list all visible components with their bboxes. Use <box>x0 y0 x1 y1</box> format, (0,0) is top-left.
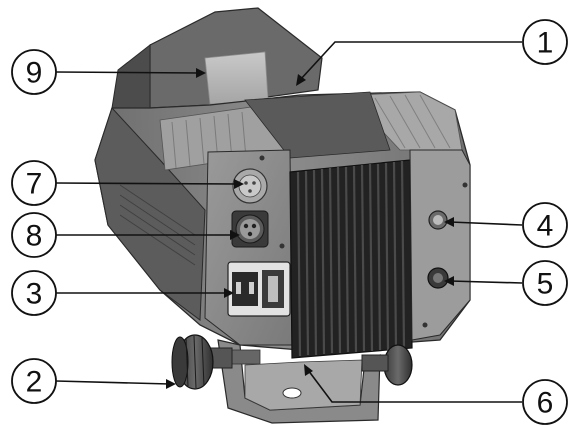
callout-arrowheads <box>166 68 454 389</box>
callout-2: 2 <box>11 358 57 404</box>
tilt-lock-knob <box>171 334 233 390</box>
callout-3: 3 <box>11 270 57 316</box>
circular-connector <box>427 267 449 289</box>
callout-8: 8 <box>11 212 57 258</box>
callout-markers: 1 2 3 4 5 6 7 8 <box>11 19 568 425</box>
mounting-bracket <box>217 339 381 424</box>
right-knob <box>361 344 413 386</box>
callout-5-label: 5 <box>537 268 554 301</box>
callout-1-label: 1 <box>537 27 554 60</box>
callout-6: 6 <box>522 379 568 425</box>
callout-3-label: 3 <box>26 278 43 311</box>
callout-9-label: 9 <box>26 57 43 90</box>
callout-4: 4 <box>522 202 568 248</box>
callout-7: 7 <box>11 160 57 206</box>
right-panel <box>409 149 471 341</box>
callout-8-label: 8 <box>26 220 43 253</box>
callout-lines <box>55 41 523 403</box>
callout-9: 9 <box>11 49 57 95</box>
heatsink <box>289 159 413 359</box>
callout-2-label: 2 <box>26 366 43 399</box>
callout-6-label: 6 <box>537 387 554 420</box>
rear-housing <box>111 7 323 109</box>
round-button <box>428 210 448 230</box>
xlr-connector-bottom <box>231 210 269 248</box>
callout-5: 5 <box>522 260 568 306</box>
power-inlet <box>227 261 291 317</box>
callout-4-label: 4 <box>537 210 554 243</box>
callout-1: 1 <box>522 19 568 65</box>
callout-7-label: 7 <box>26 168 43 201</box>
